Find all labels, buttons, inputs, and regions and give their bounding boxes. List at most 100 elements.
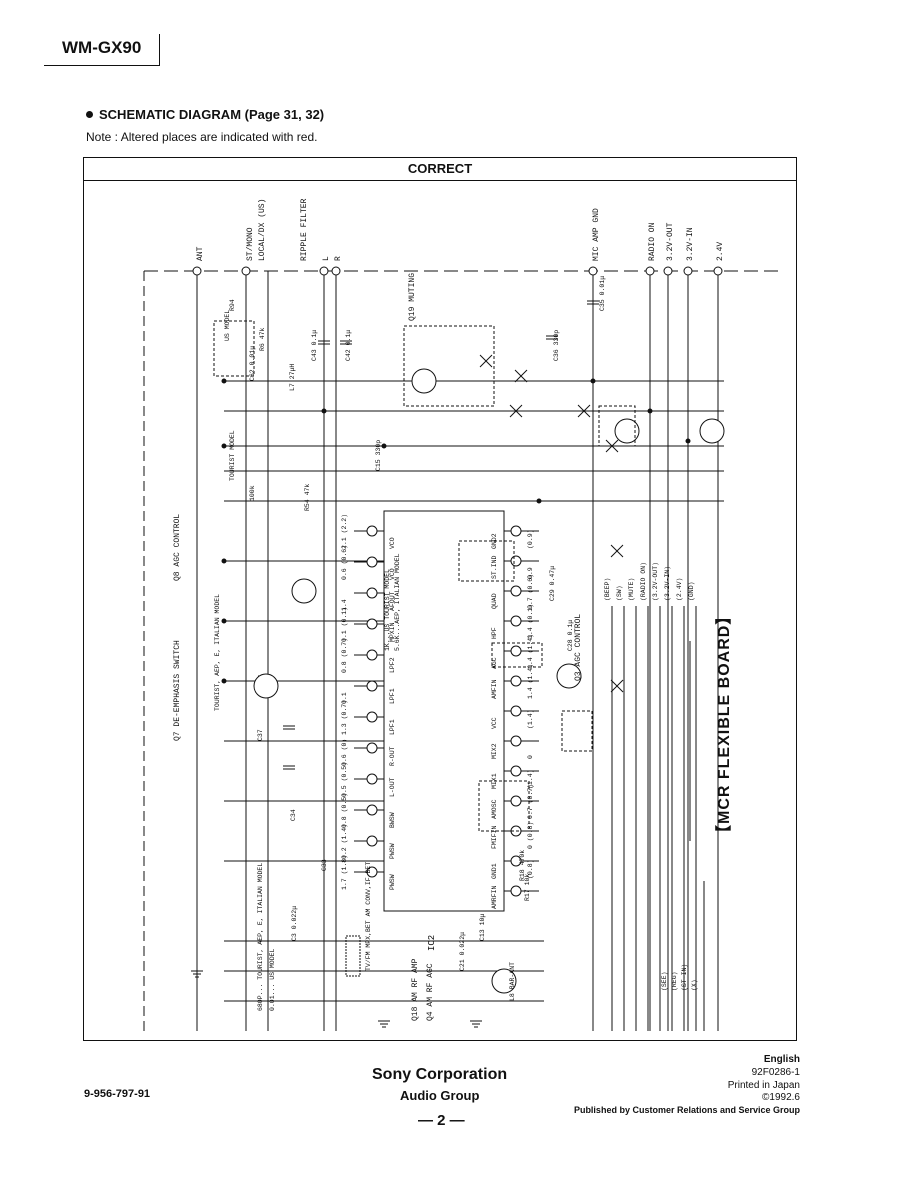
component-value: C43 0.1μ [311, 330, 318, 361]
left-voltage-reading: 1.3 (0.7) [341, 700, 348, 735]
terminal-connector [319, 266, 329, 276]
left-voltage-reading: 0.6 (0.6) [341, 545, 348, 580]
mcr-flexible-board-label: 【MCR FLEXIBLE BOARD】 [715, 608, 733, 841]
ic2-right-pin-name: ST.IND [491, 555, 498, 579]
section-title-text: SCHEMATIC DIAGRAM (Page 31, 32) [99, 107, 325, 122]
ic2-pin-circle [510, 705, 522, 717]
left-voltage-reading: 0.5 (0.5) [341, 762, 348, 797]
note-text: Note : Altered places are indicated with… [86, 130, 318, 144]
terminal-connector [645, 266, 655, 276]
component-value: C37 [257, 729, 264, 741]
right-voltage-reading: 0.7 (0.7) [527, 784, 534, 819]
right-voltage-reading: 0 [527, 755, 534, 759]
right-voltage-reading: 1.4 (0.1) [527, 604, 534, 639]
junction-dot [221, 558, 227, 564]
component-value: L8 BAR-ANT [509, 962, 516, 1001]
ic2-pin-circle [510, 585, 522, 597]
footer-group: Audio Group [400, 1088, 480, 1103]
right-voltage-reading: 0.9 [527, 567, 534, 579]
left-voltage-reading: 0.8 (0.5) [341, 793, 348, 828]
ic2-pin-circle [366, 525, 378, 537]
ic2-right-pin-name: QUAD [491, 593, 498, 609]
us-model-box [213, 320, 255, 377]
ic2-pin-circle [510, 765, 522, 777]
q8-label: Q8 AGC CONTROL [173, 514, 182, 581]
q19-label: Q19 MUTING [408, 273, 417, 321]
left-voltage-reading: 1.4 [341, 599, 348, 611]
ic2-pin-circle [366, 711, 378, 723]
right-pin-label: (RADIO ON) [640, 562, 647, 601]
left-voltage-reading: 0.2 (1.4) [341, 824, 348, 859]
ic2-pin-circle [366, 866, 378, 878]
ic2-left-pin-name: PWSW [389, 843, 396, 859]
junction-dot [685, 438, 691, 444]
ic2-pin-circle [366, 680, 378, 692]
footer-doc-number: 92F0286-1 [751, 1067, 800, 1078]
ic2-right-pin-name: AMRFIN [491, 885, 498, 909]
frame-title: CORRECT [84, 158, 796, 181]
ic2-label: IC2 [427, 935, 437, 951]
terminal-label-7: RADIO ON [648, 222, 657, 261]
junction-dot [221, 443, 227, 449]
footer-part-number: 9-956-797-91 [84, 1088, 151, 1100]
ic2-left-pin-name: LPF1 [389, 719, 396, 735]
model-note: TOURIST MODEL [229, 430, 236, 481]
footer-language: English [763, 1054, 800, 1065]
right-pin-label: (3.2V-IN) [664, 566, 671, 601]
terminal-label-5: R [334, 256, 343, 261]
component-value: R94 [229, 299, 236, 311]
ic2-left-pin-name: BWSW [389, 812, 396, 828]
transistor-symbol [411, 368, 437, 394]
ic2-left-pin-name: LPF1 [389, 688, 396, 704]
ic2-right-pin-name: MIX2 [491, 743, 498, 759]
component-value: C15 330p [375, 440, 382, 471]
ic2-body [383, 510, 505, 912]
component-value: R17 10k [524, 874, 531, 901]
transistor-symbol [699, 418, 725, 444]
ic2-right-pin-name: AMFIN [491, 679, 498, 699]
terminal-connector [331, 266, 341, 276]
q3-label: Q3 AGC CONTROL [574, 614, 583, 681]
ic2-right-pin-name: AGC [491, 657, 498, 669]
transistor-symbol [291, 578, 317, 604]
model-note: 0.01... US MODEL [269, 948, 276, 1011]
component-value: C42 0.1μ [345, 330, 352, 361]
bottom-pin-label: (REG) [671, 971, 678, 991]
footer-publisher: Published by Customer Relations and Serv… [573, 1105, 800, 1115]
left-voltage-reading: 0.1 (0.1) [341, 607, 348, 642]
model-name: WM-GX90 [62, 38, 142, 57]
ic2-pin-circle [366, 649, 378, 661]
footer-printed: Printed in Japan [727, 1080, 800, 1091]
junction-dot [221, 618, 227, 624]
transistor-symbol [491, 968, 517, 994]
ic2-pin-circle [366, 773, 378, 785]
ic2-pin-circle [510, 885, 522, 897]
ic2-description: TV/FM MPX,BET AM CONV,IF BET [365, 862, 372, 971]
section-title: SCHEMATIC DIAGRAM (Page 31, 32) [86, 107, 324, 122]
ic2-left-pin-name: MPXIN [389, 622, 396, 642]
ic2-label-box [345, 935, 361, 977]
right-pin-label: (2.4V) [676, 578, 683, 601]
right-voltage-reading: 1.4 (1.4) [527, 664, 534, 699]
right-pin-label: (GND) [688, 581, 695, 601]
component-value: C29 0.47μ [549, 566, 556, 601]
transistor-symbol [253, 673, 279, 699]
ic2-right-pin-name: HPF [491, 627, 498, 639]
amosc-box [478, 780, 530, 832]
transistor-symbol [556, 663, 582, 689]
component-value: C35 0.01μ [599, 276, 606, 311]
ic2-right-pin-name: GND1 [491, 863, 498, 879]
left-voltage-reading: 2.1 (2.2) [341, 514, 348, 549]
junction-dot [321, 408, 327, 414]
ic2-pin-circle [366, 804, 378, 816]
q4-label: Q4 AM RF AGC [426, 963, 435, 1021]
component-value: C3 0.022μ [291, 906, 298, 941]
right-pin-label: (MUTE) [628, 578, 635, 601]
ic2-pin-circle [510, 795, 522, 807]
ic2-pin-circle [366, 618, 378, 630]
ic2-pin-circle [510, 735, 522, 747]
ic2-left-pin-name: R-OUT [389, 746, 396, 766]
q18-label: Q18 AM RF AMP [411, 958, 420, 1021]
